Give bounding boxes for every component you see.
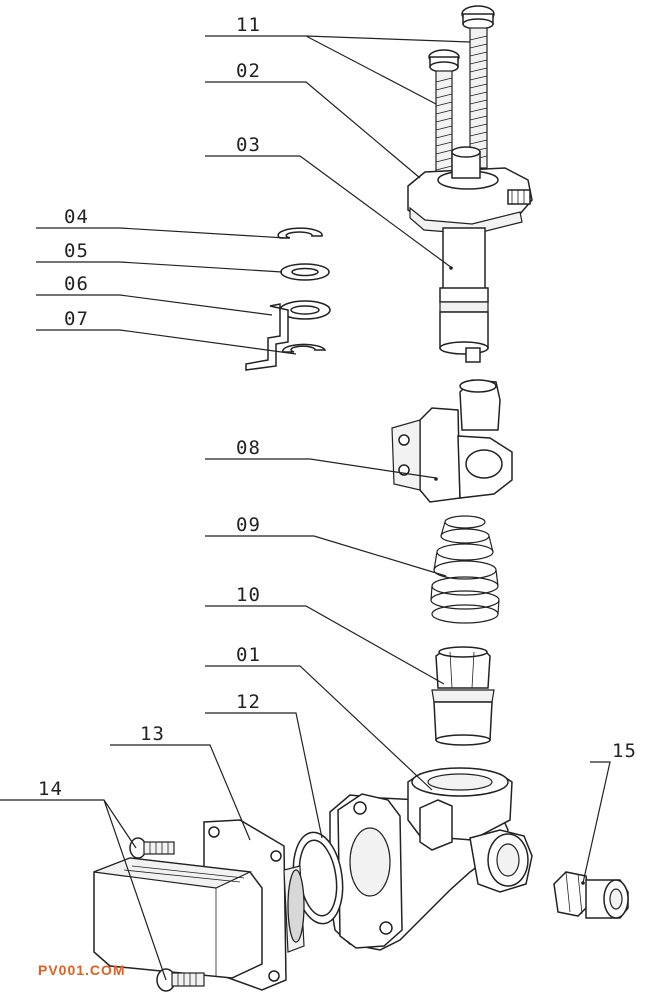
leader-02 [205, 81, 421, 179]
part-07-snap-ring [282, 343, 327, 353]
label-07: 07 [64, 308, 89, 330]
part-03-valve-stem [439, 227, 489, 363]
leader-05 [36, 261, 283, 273]
label-05: 05 [64, 240, 89, 262]
part-05-washer [280, 263, 330, 281]
label-13: 13 [140, 723, 165, 745]
leader-15 [582, 761, 611, 884]
label-09: 09 [236, 514, 261, 536]
label-02: 02 [236, 60, 261, 82]
part-02-flange-cap [407, 146, 533, 235]
leader-14 [0, 799, 167, 981]
part-08-housing [391, 379, 513, 503]
label-03: 03 [236, 134, 261, 156]
leader-07 [36, 329, 297, 355]
leader-08 [205, 458, 437, 479]
leader-12 [205, 712, 323, 839]
leader-13 [110, 744, 251, 841]
part-11-screws [428, 5, 495, 192]
leader-09 [205, 535, 447, 577]
part-10-plunger [431, 646, 495, 746]
part-06-washer [279, 300, 331, 320]
leader-03 [205, 155, 453, 269]
part-15-fitting [553, 871, 629, 919]
leader-lines [0, 35, 611, 981]
label-10: 10 [236, 584, 261, 606]
leader-04 [36, 227, 287, 239]
part-labels: 11 02 03 04 05 06 07 08 09 10 01 12 13 1… [38, 14, 637, 800]
leader-10 [205, 605, 445, 685]
label-01: 01 [236, 644, 261, 666]
leader-06 [36, 294, 273, 316]
part-09-spring [430, 515, 500, 624]
label-08: 08 [236, 437, 261, 459]
label-06: 06 [64, 273, 89, 295]
part-14-coil [93, 857, 263, 979]
part-12-gasket [292, 831, 344, 925]
label-14: 14 [38, 778, 63, 800]
part-14-screw-top [129, 837, 175, 859]
watermark-text: PV001.COM [38, 962, 126, 978]
label-15: 15 [612, 740, 637, 762]
leader-11 [205, 35, 471, 105]
label-11: 11 [236, 14, 261, 36]
leader-01 [205, 665, 433, 791]
part-01-main-body [329, 767, 533, 951]
part-06-bracket [245, 303, 289, 371]
label-12: 12 [236, 691, 261, 713]
label-04: 04 [64, 206, 89, 228]
part-04-snap-ring [277, 227, 323, 239]
